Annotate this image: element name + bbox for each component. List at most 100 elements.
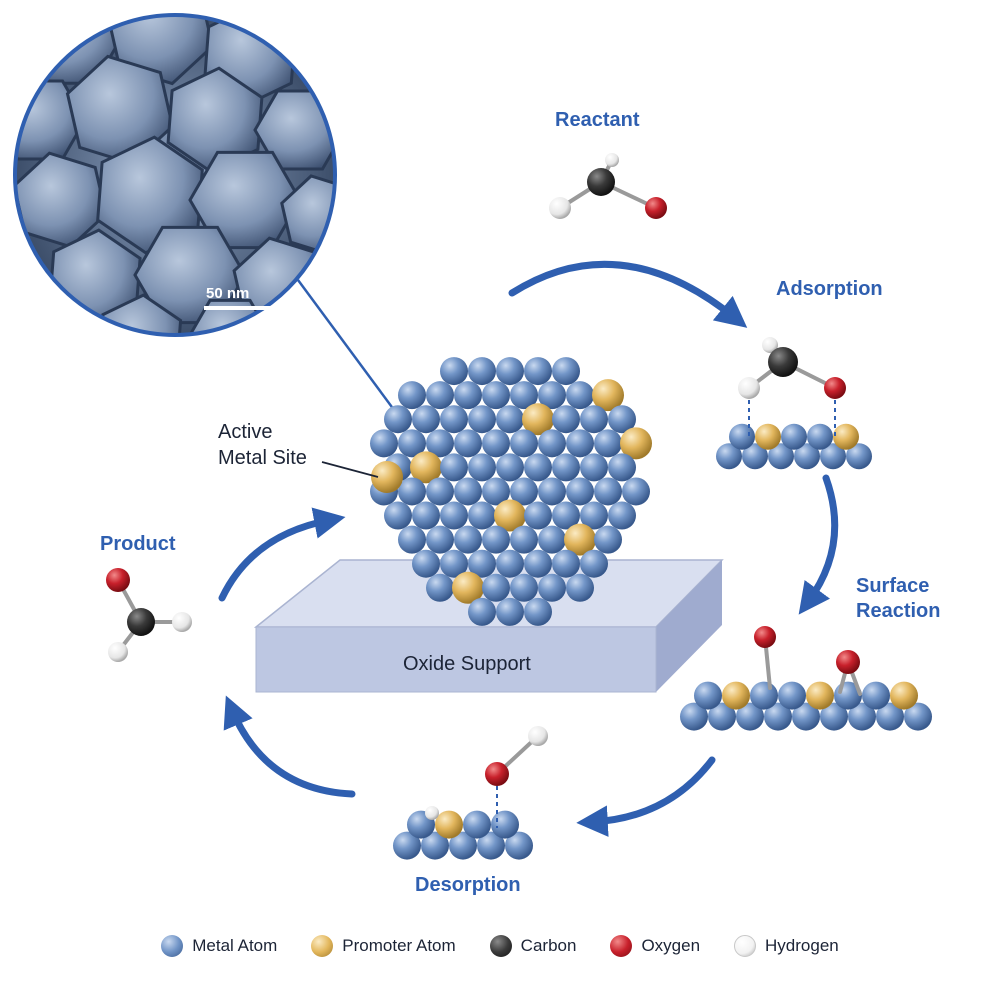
metal-atom [876,702,904,731]
hydrogen-atom [605,153,619,167]
reaction-surface [680,681,932,731]
metal-atom [398,525,426,554]
metal-atom [412,405,440,434]
promoter-atom [435,810,463,839]
metal-atom [862,681,890,710]
legend-item-promoter: Promoter Atom [311,935,456,957]
metal-atom [552,405,580,434]
metal-atom [538,477,566,506]
metal-atom [384,501,412,530]
stage-label-product: Product [100,533,176,555]
oxygen-atom [836,650,860,674]
promoter-atom [522,403,554,436]
carbon-swatch-icon [489,935,512,957]
oxygen-swatch-icon [610,935,633,957]
promoter-atom [592,379,624,412]
metal-atom [680,702,708,731]
metal-atom [510,525,538,554]
hydrogen-atom [425,806,439,820]
metal-atom [580,453,608,482]
metal-atom-swatch-icon [161,935,184,957]
metal-atom [440,549,468,578]
metal-atom [538,381,566,410]
metal-atom [524,597,552,626]
metal-atom [904,702,932,731]
metal-atom [463,810,491,839]
metal-atom [729,423,755,450]
metal-atom [778,681,806,710]
metal-atom [742,443,768,470]
stage-label-desorption: Desorption [415,874,521,896]
legend-item-hydrogen: Hydrogen [734,935,839,957]
metal-atom [510,573,538,602]
metal-atom [820,443,846,470]
metal-atom [426,525,454,554]
metal-atom [496,549,524,578]
promoter-atom [722,681,750,710]
metal-atom [491,810,519,839]
metal-atom [538,525,566,554]
promoter-atom [755,423,781,450]
metal-atom [846,443,872,470]
metal-atom [524,501,552,530]
active-site-label-line2: Metal Site [218,447,307,469]
metal-atom [552,453,580,482]
metal-atom [764,702,792,731]
arrow-product-to-catalyst [218,507,346,602]
hydrogen-atom [172,612,192,632]
metal-atom [454,381,482,410]
promoter-atom-swatch-icon [311,935,334,957]
metal-atom [496,405,524,434]
metal-atom [794,443,820,470]
metal-atom [566,477,594,506]
arrow-reaction-to-desorption [576,756,716,837]
magnification-leader-line [296,279,402,419]
product-molecule [106,568,192,662]
stage-label-surface-reaction: Surface Reaction [856,574,940,624]
oxygen-atom [824,377,846,399]
metal-atom [482,525,510,554]
metal-atom [440,405,468,434]
stage-label-reactant: Reactant [555,109,640,131]
metal-atom [524,357,552,386]
legend: Metal Atom Promoter Atom Carbon Oxygen H… [0,935,1000,957]
metal-atom [566,429,594,458]
metal-atom [608,501,636,530]
catalytic-cycle-arrows [218,260,839,837]
carbon-atom [587,168,615,196]
metal-atom [708,702,736,731]
metal-atom [477,831,505,860]
promoter-atom [833,423,859,450]
carbon-atom [127,608,155,636]
metal-atom [398,381,426,410]
reaction-intermediates [754,626,862,696]
arrow-adsorption-to-reaction [798,474,839,615]
metal-atom [552,549,580,578]
metal-atom [820,702,848,731]
metal-atom [524,549,552,578]
metal-atom [622,477,650,506]
sem-grain [105,15,215,86]
promoter-atom [620,427,652,460]
oxygen-atom [106,568,130,592]
desorbing-molecule [425,726,548,828]
metal-atom [482,381,510,410]
oxygen-atom [645,197,667,219]
metal-atom [848,702,876,731]
metal-atom [468,597,496,626]
metal-atom [393,831,421,860]
metal-atom [580,501,608,530]
metal-atom [440,501,468,530]
metal-atom [468,357,496,386]
metal-atom [496,597,524,626]
promoter-atom [806,681,834,710]
legend-label: Carbon [520,936,577,955]
metal-atom [750,681,778,710]
legend-label: Oxygen [641,936,701,955]
metal-atom [412,501,440,530]
adsorbed-molecule [738,337,846,440]
metal-atom [538,573,566,602]
metal-atom [580,549,608,578]
stage-label-adsorption: Adsorption [776,278,883,300]
arrow-desorption-to-product [223,695,356,798]
